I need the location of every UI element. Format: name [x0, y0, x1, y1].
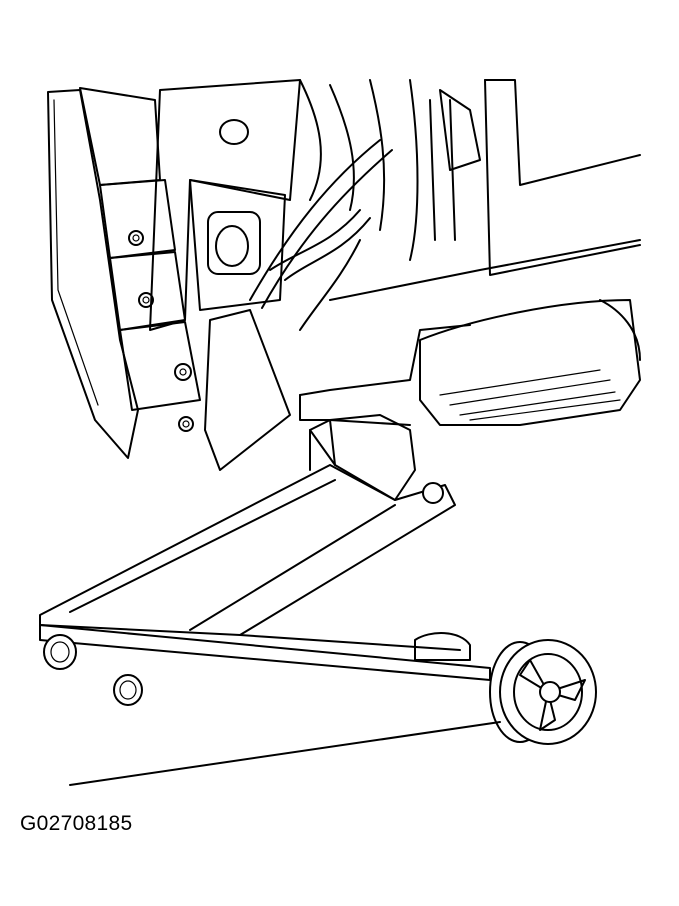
jack-lift-arm [39, 464, 456, 636]
frame-bolts [128, 119, 249, 432]
jack-frame [39, 624, 491, 681]
frame-rail-left [47, 87, 201, 459]
transmission-pan [419, 299, 641, 426]
crossmember [299, 79, 641, 426]
jack-wheel-small [43, 634, 143, 706]
jack-saddle [309, 414, 416, 501]
figure-code: G02708185 [20, 812, 133, 835]
jack-wheel-large [489, 639, 597, 745]
hoses-and-harness [249, 79, 481, 331]
leader-line [69, 721, 501, 786]
